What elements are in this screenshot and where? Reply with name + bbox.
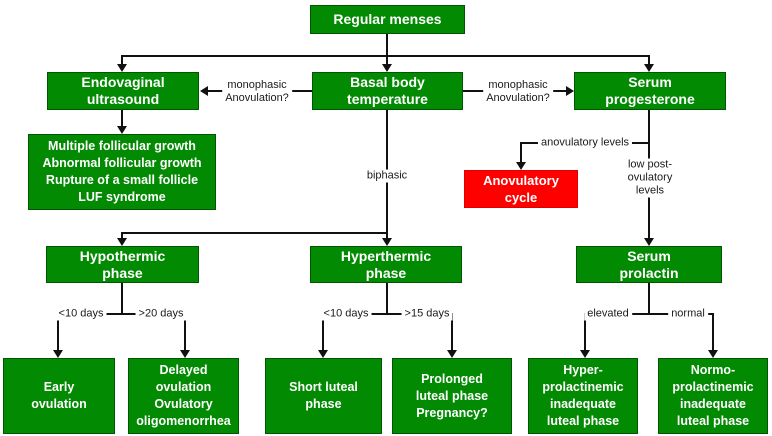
arrowhead-down (318, 350, 328, 358)
arrowhead-down (708, 350, 718, 358)
arrowhead-down (117, 238, 127, 246)
connector-line (712, 313, 714, 351)
connector-line (121, 110, 123, 127)
node-delayed-ovulation: Delayed ovulation Ovulatory oligomenorrh… (128, 358, 239, 434)
connector-line (451, 313, 453, 351)
connector-line (584, 313, 714, 315)
edge-label-low-post-ovulatory: low post- ovulatory levels (624, 158, 676, 198)
edge-label-anovulatory-levels: anovulatory levels (537, 136, 633, 150)
connector-line (520, 142, 522, 163)
connector-line (322, 313, 324, 351)
arrowhead-down (447, 350, 457, 358)
connector-line (386, 55, 388, 66)
edge-label-biphasic: biphasic (363, 169, 411, 183)
node-ultrasound-findings: Multiple follicular growth Abnormal foll… (28, 134, 216, 210)
connector-line (121, 55, 123, 66)
node-regular-menses: Regular menses (310, 5, 465, 34)
node-hyper-prolactinemic: Hyper- prolactinemic inadequate luteal p… (528, 358, 638, 434)
arrowhead-down (644, 238, 654, 246)
connector-line (57, 313, 59, 351)
node-early-ovulation: Early ovulation (3, 358, 115, 434)
edge-label-gt15-days: >15 days (401, 307, 453, 321)
edge-label-monophasic-right: monophasic Anovulation? (483, 79, 553, 105)
arrowhead-left (200, 86, 208, 96)
arrowhead-down (382, 238, 392, 246)
edge-label-gt20-days: >20 days (135, 307, 187, 321)
edge-label-lt10-days-left: <10 days (55, 307, 107, 321)
connector-line (184, 313, 186, 351)
node-normo-prolactinemic: Normo- prolactinemic inadequate luteal p… (658, 358, 768, 434)
arrowhead-down (382, 64, 392, 72)
connector-line (584, 313, 586, 351)
edge-label-normal: normal (668, 307, 708, 321)
connector-line (386, 34, 388, 55)
edge-label-monophasic-left: monophasic Anovulation? (222, 79, 292, 105)
node-prolonged-luteal-phase: Prolonged luteal phase Pregnancy? (392, 358, 512, 434)
arrowhead-down (180, 350, 190, 358)
edge-label-lt10-days-mid: <10 days (320, 307, 372, 321)
node-serum-prolactin: Serum prolactin (576, 246, 722, 283)
connector-line (386, 232, 388, 239)
connector-line (386, 283, 388, 313)
connector-line (648, 55, 650, 66)
arrowhead-down (580, 350, 590, 358)
connector-line (121, 55, 649, 57)
arrowhead-down (117, 64, 127, 72)
node-basal-body-temperature: Basal body temperature (312, 72, 463, 110)
connector-line (648, 283, 650, 313)
node-hypothermic-phase: Hypothermic phase (46, 246, 199, 283)
connector-line (322, 313, 453, 315)
connector-line (121, 232, 123, 239)
arrowhead-down (516, 162, 526, 170)
arrowhead-down (644, 64, 654, 72)
node-endovaginal-ultrasound: Endovaginal ultrasound (47, 72, 199, 110)
edge-label-elevated: elevated (584, 307, 632, 321)
connector-line (57, 313, 186, 315)
node-anovulatory-cycle: Anovulatory cycle (464, 170, 578, 208)
node-hyperthermic-phase: Hyperthermic phase (310, 246, 462, 283)
connector-line (121, 232, 387, 234)
node-serum-progesterone: Serum progesterone (574, 72, 726, 110)
arrowhead-down (117, 126, 127, 134)
arrowhead-down (53, 350, 63, 358)
connector-line (121, 283, 123, 313)
arrowhead-right (566, 86, 574, 96)
node-short-luteal-phase: Short luteal phase (265, 358, 382, 434)
